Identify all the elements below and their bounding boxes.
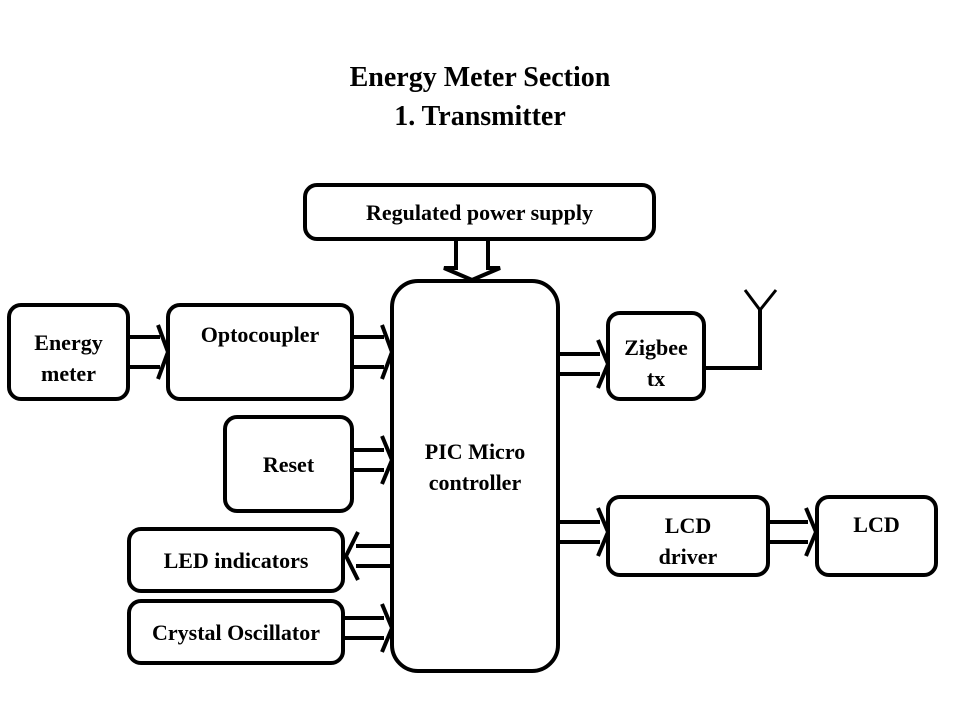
block-pic-microcontroller: PIC Micro controller <box>390 279 560 673</box>
arrow-crystal-to-pic <box>344 603 395 653</box>
block-label: Reset <box>262 451 315 477</box>
diagram-title-line1: Energy Meter Section <box>349 62 611 93</box>
block-label-line1: Zigbee <box>624 335 688 360</box>
block-label-line1: LCD <box>664 513 712 538</box>
block-label: LCD <box>853 512 900 537</box>
block-label-line2: driver <box>658 544 718 569</box>
block-label: LED indicators <box>163 547 309 573</box>
block-crystal-oscillator: Crystal Oscillator <box>127 599 345 665</box>
block-energy-meter: Energy meter <box>7 303 130 401</box>
block-label-line1: Energy <box>34 330 103 355</box>
block-lcd-driver: LCD driver <box>606 495 770 577</box>
block-label: Crystal Oscillator <box>151 619 321 645</box>
block-label-line2: tx <box>646 366 666 391</box>
arrow-pic-to-zigbee <box>558 339 611 389</box>
arrow-lcd-driver-to-lcd <box>768 507 819 557</box>
arrow-power-to-pic <box>443 238 501 283</box>
arrow-energy-meter-to-optocoupler <box>128 324 171 380</box>
diagram-title-line2: 1. Transmitter <box>394 101 566 132</box>
block-label-line2: controller <box>428 470 522 495</box>
block-label: Optocoupler <box>200 322 320 347</box>
block-label: Regulated power supply <box>366 199 593 225</box>
antenna-wire <box>704 308 762 370</box>
block-optocoupler: Optocoupler <box>166 303 354 401</box>
block-zigbee-tx: Zigbee tx <box>606 311 706 401</box>
arrow-optocoupler-to-pic <box>352 324 395 380</box>
block-regulated-power-supply: Regulated power supply <box>303 183 656 241</box>
arrow-pic-to-led <box>343 531 392 581</box>
block-label-line1: PIC Micro <box>424 439 526 464</box>
block-reset: Reset <box>223 415 354 513</box>
arrow-pic-to-lcd-driver <box>558 507 611 557</box>
antenna-icon <box>743 289 778 313</box>
block-lcd: LCD <box>815 495 938 577</box>
arrow-reset-to-pic <box>352 435 395 485</box>
block-label-line2: meter <box>41 361 96 386</box>
block-led-indicators: LED indicators <box>127 527 345 593</box>
